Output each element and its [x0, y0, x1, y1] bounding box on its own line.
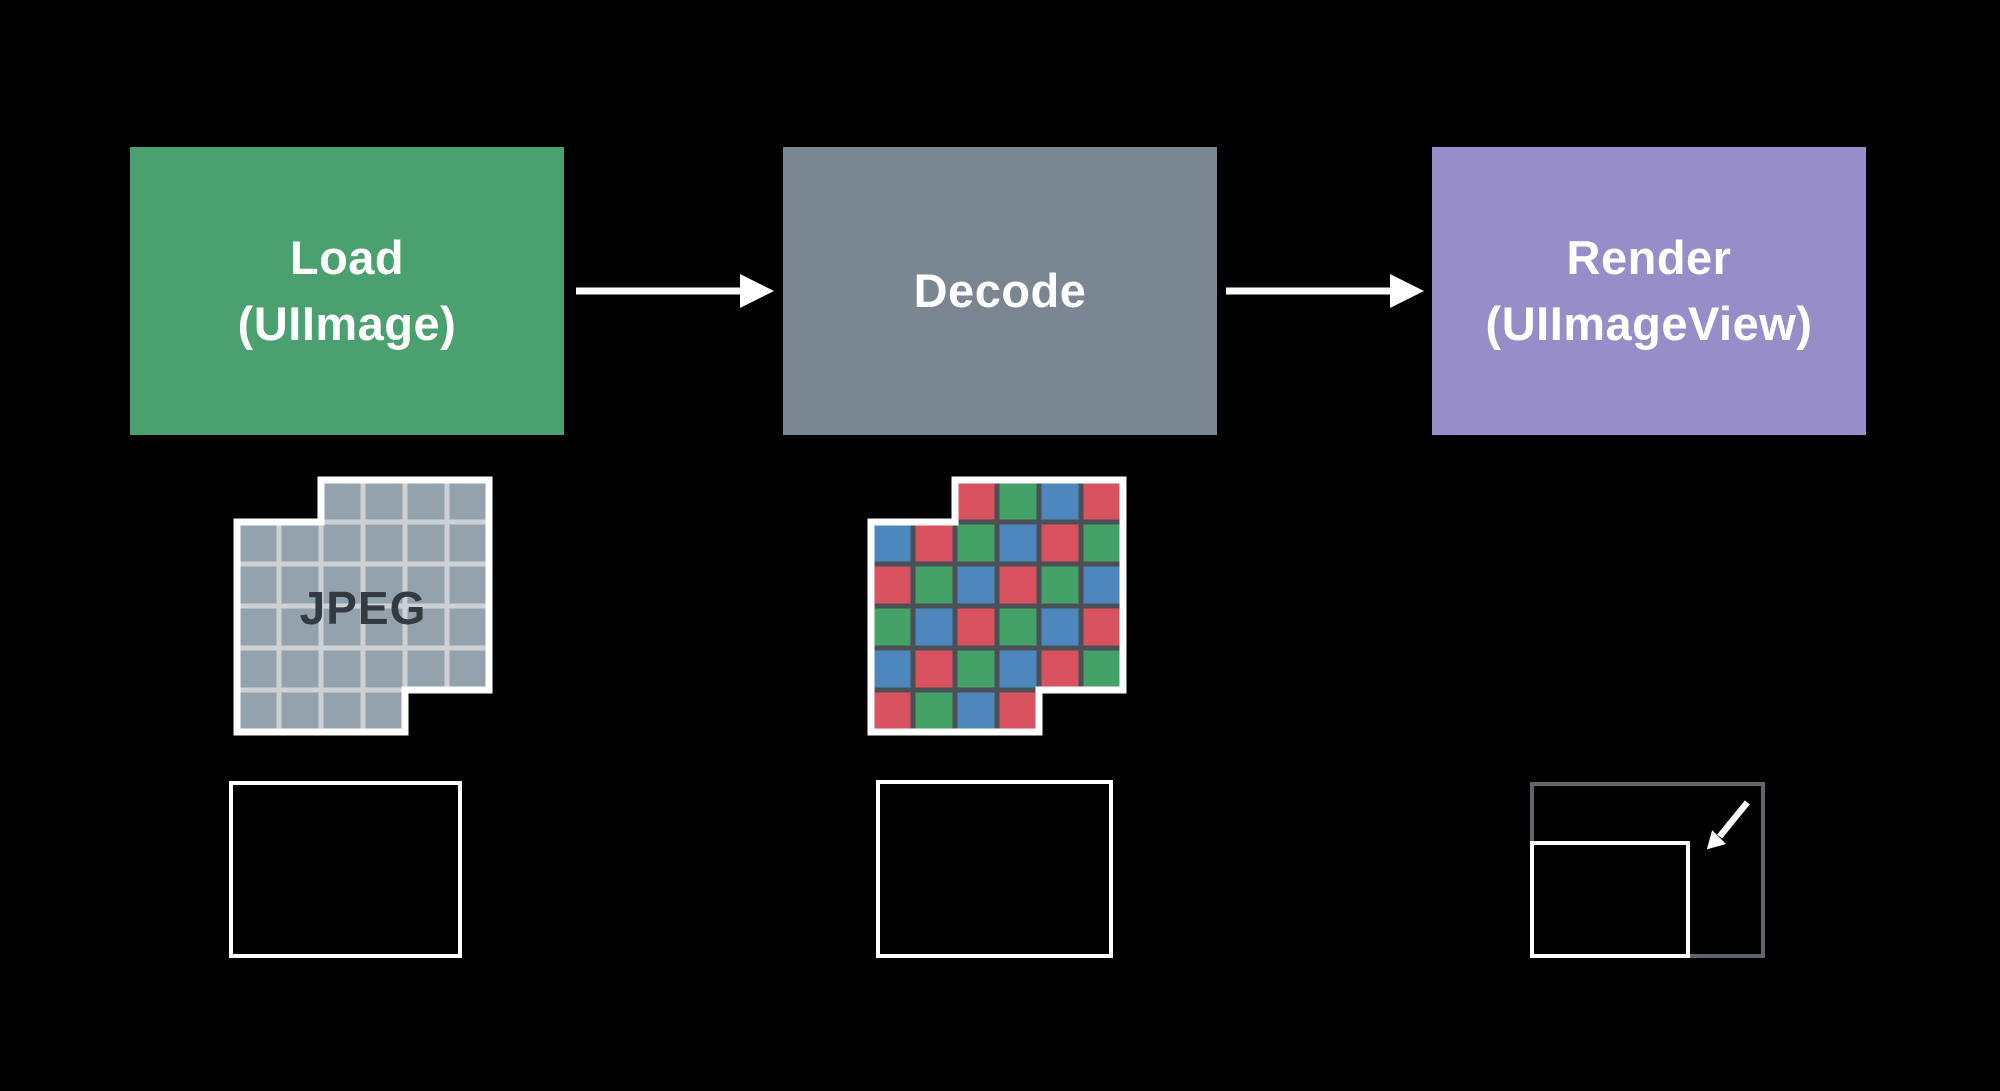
- grid-cell: [915, 566, 953, 604]
- grid-cell: [323, 524, 361, 562]
- grid-cell: [365, 482, 403, 520]
- grid-cell: [449, 608, 487, 646]
- grid-cell: [915, 524, 953, 562]
- stage-title: Load: [289, 231, 405, 284]
- grid-cell: [365, 650, 403, 688]
- grid-cell: [999, 524, 1037, 562]
- grid-cell: [323, 482, 361, 520]
- grid-cell: [281, 524, 319, 562]
- grid-cell: [957, 692, 995, 730]
- arrow-head: [740, 274, 774, 308]
- grid-cell: [957, 650, 995, 688]
- grid-cell: [239, 608, 277, 646]
- grid-cell: [915, 608, 953, 646]
- grid-cell: [1083, 608, 1121, 646]
- grid-cell: [407, 566, 445, 604]
- grid-cell: [957, 566, 995, 604]
- arrow-right-icon: [1226, 274, 1424, 308]
- jpeg-file-icon: JPEG: [233, 476, 493, 736]
- grid-cell: [239, 566, 277, 604]
- uiimageview-frame: [1530, 782, 1765, 958]
- grid-cell: [957, 482, 995, 520]
- grid-cell: [873, 692, 911, 730]
- grid-cell: [873, 524, 911, 562]
- stage-title: Decode: [913, 264, 1087, 317]
- grid-cell: [323, 692, 361, 730]
- grid-cell: [1041, 566, 1079, 604]
- arrow-right-icon: [576, 274, 774, 308]
- grid-cell: [915, 650, 953, 688]
- decoded-pixels-icon: [867, 476, 1127, 736]
- grid-cell: [873, 608, 911, 646]
- grid-cell: [1041, 650, 1079, 688]
- grid-cell: [281, 608, 319, 646]
- arrow-head: [1390, 274, 1424, 308]
- arrow-shaft: [1717, 800, 1750, 839]
- grid-cell: [999, 692, 1037, 730]
- grid-cell: [1041, 482, 1079, 520]
- grid-cell: [407, 650, 445, 688]
- grid-cell: [323, 608, 361, 646]
- grid-cell: [999, 650, 1037, 688]
- grid-cell: [281, 566, 319, 604]
- scale-down-arrow-icon: [1706, 800, 1750, 850]
- grid-cell: [407, 524, 445, 562]
- grid-cell: [407, 608, 445, 646]
- grid-cell: [449, 566, 487, 604]
- grid-cell: [239, 650, 277, 688]
- grid-cell: [915, 692, 953, 730]
- grid-cell: [873, 566, 911, 604]
- grid-cell: [1083, 524, 1121, 562]
- grid-cell: [281, 692, 319, 730]
- arrow-head: [1706, 830, 1726, 850]
- grid-cell: [407, 482, 445, 520]
- grid-cell: [365, 608, 403, 646]
- grid-cell: [281, 650, 319, 688]
- grid-cell: [365, 524, 403, 562]
- grid-cell: [1041, 608, 1079, 646]
- stage-box-decode: Decode: [783, 147, 1217, 435]
- grid-cell: [1083, 482, 1121, 520]
- grid-cell: [999, 566, 1037, 604]
- grid-cell: [957, 608, 995, 646]
- grid-cell: [1083, 650, 1121, 688]
- grid-cell: [239, 524, 277, 562]
- stage-box-render: Render (UIImageView): [1432, 147, 1866, 435]
- grid-cell: [449, 524, 487, 562]
- buffer-rect-load: [229, 781, 462, 958]
- stage-subtitle: (UIImageView): [1485, 297, 1813, 350]
- grid-cell: [999, 608, 1037, 646]
- grid-cell: [1041, 524, 1079, 562]
- grid-cell: [365, 692, 403, 730]
- grid-cell: [449, 650, 487, 688]
- grid-cell: [323, 566, 361, 604]
- jpeg-label: JPEG: [300, 582, 427, 634]
- grid-cell: [323, 650, 361, 688]
- grid-cell: [957, 524, 995, 562]
- grid-cell: [239, 692, 277, 730]
- stage-subtitle: (UIImage): [237, 297, 457, 350]
- buffer-rect-decode: [876, 780, 1113, 958]
- grid-cell: [365, 566, 403, 604]
- stage-box-load: Load (UIImage): [130, 147, 564, 435]
- grid-cell: [449, 482, 487, 520]
- grid-cell: [999, 482, 1037, 520]
- grid-cell: [873, 650, 911, 688]
- rendered-image-rect: [1530, 841, 1690, 958]
- stage-title: Render: [1566, 231, 1732, 284]
- grid-cell: [1083, 566, 1121, 604]
